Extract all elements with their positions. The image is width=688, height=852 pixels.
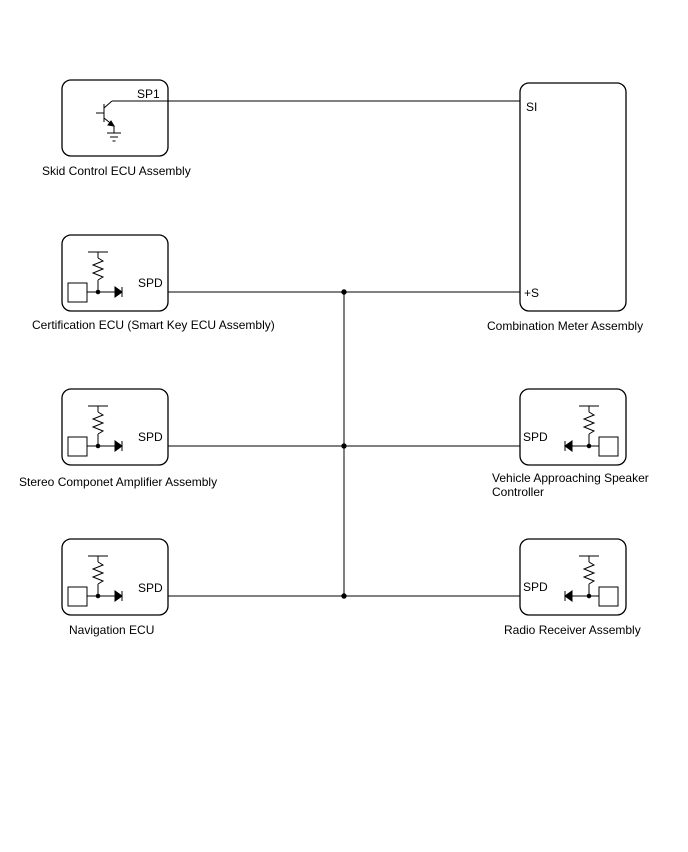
junction-dot [341, 443, 347, 449]
radio-receiver-label: Radio Receiver Assembly [504, 623, 641, 637]
vehicle-approaching-label-line2: Controller [492, 485, 544, 499]
ground-icon [107, 132, 121, 142]
navigation-ecu: SPD Navigation ECU [61, 538, 169, 637]
junction-dot [341, 289, 347, 295]
certification-ecu: SPD Certification ECU (Smart Key ECU Ass… [32, 234, 275, 332]
skid-control-ecu: SP1 Skid Control ECU Assembly [42, 79, 191, 178]
pin-label-spd: SPD [138, 276, 163, 290]
combination-meter-box [519, 82, 627, 312]
combination-meter-label: Combination Meter Assembly [487, 319, 643, 333]
skid-control-ecu-label: Skid Control ECU Assembly [42, 164, 191, 178]
vehicle-approaching-speaker-controller: SPD Vehicle Approaching Speaker Controll… [492, 388, 649, 499]
pin-label-spd: SPD [523, 580, 548, 594]
stereo-amplifier-label: Stereo Componet Amplifier Assembly [19, 475, 217, 489]
pin-label-spd: SPD [138, 430, 163, 444]
pin-label-spd: SPD [523, 430, 548, 444]
certification-ecu-label: Certification ECU (Smart Key ECU Assembl… [32, 318, 275, 332]
pin-label-spd: SPD [138, 581, 163, 595]
stereo-amplifier: SPD Stereo Componet Amplifier Assembly [19, 388, 217, 489]
skid-control-ecu-box [61, 79, 169, 157]
combination-meter: SI +S Combination Meter Assembly [487, 82, 643, 333]
vehicle-approaching-label-line1: Vehicle Approaching Speaker [492, 471, 649, 485]
junction-dot [341, 593, 347, 599]
pin-label-plus-s: +S [524, 286, 539, 300]
radio-receiver: SPD Radio Receiver Assembly [504, 538, 641, 637]
transistor-icon [96, 100, 168, 133]
pin-label-si: SI [526, 100, 537, 114]
navigation-ecu-label: Navigation ECU [69, 623, 154, 637]
pin-label-sp1: SP1 [137, 87, 160, 101]
